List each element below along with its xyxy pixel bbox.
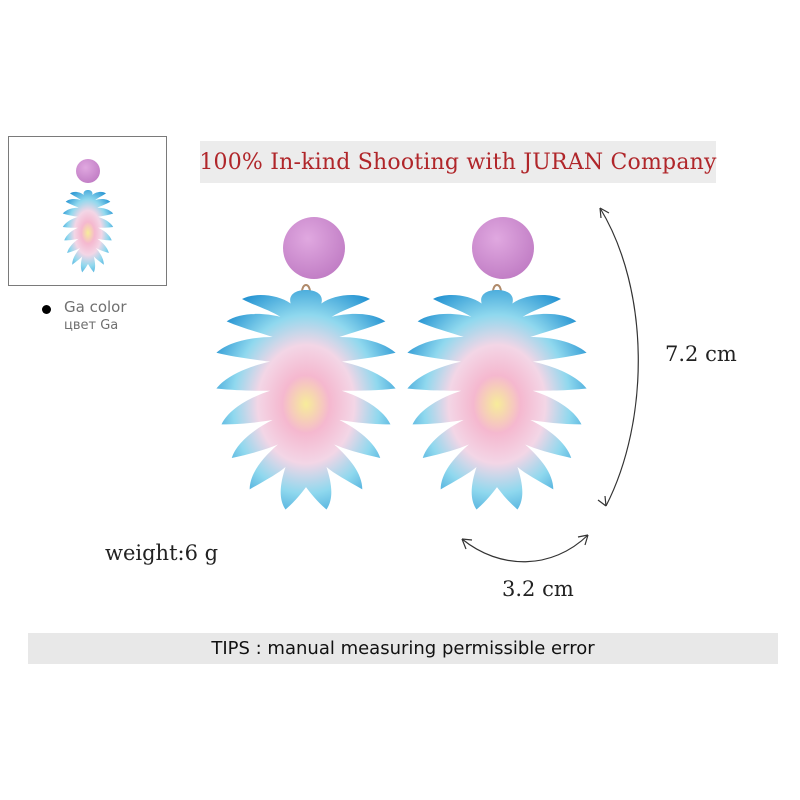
height-arrow-icon [597, 207, 639, 507]
color-variant-thumbnail[interactable] [8, 136, 167, 286]
height-measurement: 7.2 cm [665, 342, 737, 366]
color-option-label: Ga color [64, 298, 127, 316]
left-earring [216, 217, 396, 510]
width-measurement: 3.2 cm [502, 577, 574, 601]
selected-dot-icon [42, 305, 51, 314]
tips-bar: TIPS : manual measuring permissible erro… [28, 633, 778, 664]
tips-text: TIPS : manual measuring permissible erro… [211, 638, 595, 659]
thumbnail-earring-image [62, 159, 114, 273]
color-option-label-ru: цвет Ga [64, 318, 119, 333]
right-earring [407, 217, 587, 510]
width-arrow-icon [461, 534, 589, 563]
promo-banner: 100% In-kind Shooting with JURAN Company [199, 141, 717, 183]
banner-text: 100% In-kind Shooting with JURAN Company [199, 149, 717, 175]
weight-label: weight:6 g [105, 541, 219, 565]
